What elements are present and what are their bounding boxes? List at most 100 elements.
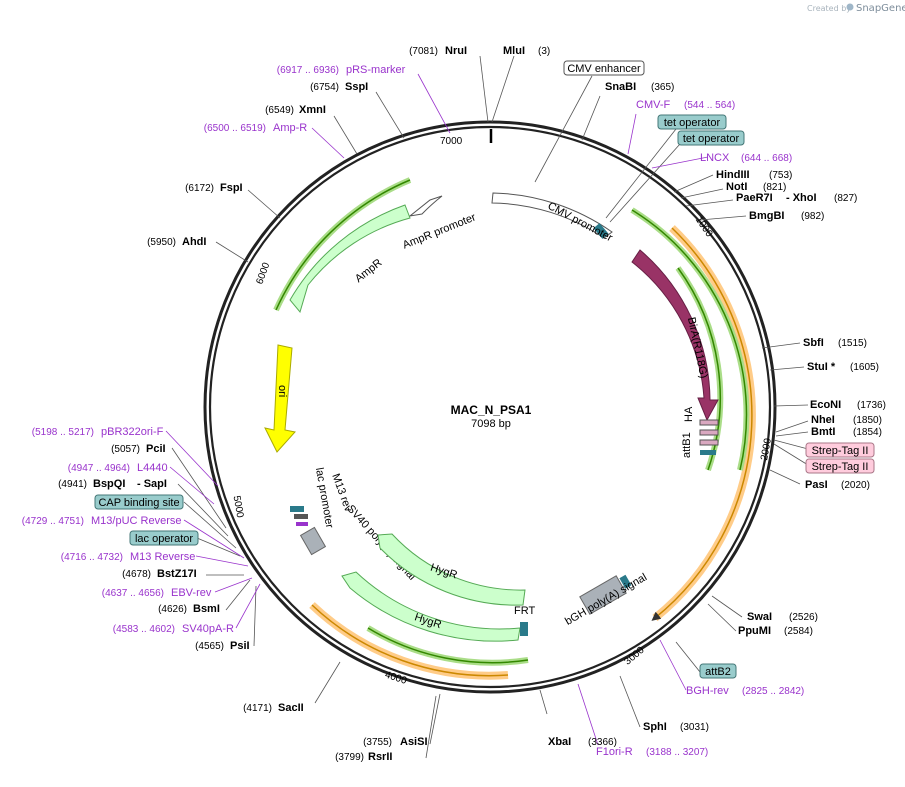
site-14-position: (1736) — [857, 400, 886, 411]
ampr-arrow — [289, 204, 411, 314]
feature-box-3-label: Strep-Tag II — [812, 445, 869, 457]
site-2-name: SnaBI — [605, 81, 636, 93]
site-0-position: (7081) — [409, 46, 438, 57]
site-26-name: BsmI — [193, 603, 220, 615]
bgh-marker — [619, 574, 632, 589]
primer-10-position: (2825 .. 2842) — [742, 686, 804, 697]
site-28-name: BspQI — [93, 478, 125, 490]
site-19-position: (2584) — [784, 626, 813, 637]
site-28-position: (4941) — [58, 479, 87, 490]
site-8-position: (821) — [763, 182, 786, 193]
primer-2-name: CMV-F — [636, 99, 671, 111]
site-3-name: SspI — [345, 81, 368, 93]
site-25-position: (4565) — [195, 641, 224, 652]
primer-4-position: (5198 .. 5217) — [32, 427, 94, 438]
site-6-name: AhdI — [182, 236, 206, 248]
sv40-box — [299, 526, 327, 556]
primer-7-position: (4716 .. 4732) — [61, 552, 123, 563]
site-4-name: XmnI — [299, 104, 326, 116]
site-13-position: (1605) — [850, 362, 879, 373]
primer-1-position: (6500 .. 6519) — [204, 123, 266, 134]
feature-box-5 — [699, 663, 737, 679]
primer-8-position: (4637 .. 4656) — [102, 588, 164, 599]
tick-6000: 6000 — [254, 261, 272, 286]
feature-box-1-label: tet operator — [664, 117, 721, 129]
site-12-name: SbfI — [803, 337, 824, 349]
primer-11-position: (3188 .. 3207) — [646, 747, 708, 758]
site-15-position: (1850) — [853, 415, 882, 426]
primer-1-name: Amp-R — [273, 122, 307, 134]
site-17-position: (2020) — [841, 480, 870, 491]
site-16-position: (1854) — [853, 427, 882, 438]
primer-9-position: (4583 .. 4602) — [113, 624, 175, 635]
feature-box-0 — [563, 60, 645, 76]
tick-5000: 5000 — [231, 495, 246, 519]
site-23-position: (3799) — [335, 752, 364, 763]
attb1-label: attB1 — [681, 432, 693, 458]
lac-operator-marker — [290, 506, 304, 512]
primer-11-name: F1ori-R — [596, 746, 633, 758]
primer-3-position: (644 .. 668) — [741, 153, 792, 164]
snapgene-logo-icon — [846, 3, 854, 11]
site-8-name: NotI — [726, 181, 747, 193]
bgh-polya-label: bGH poly(A) signal — [563, 571, 649, 628]
frt-label: FRT — [514, 605, 535, 617]
site-1-name: MluI — [503, 45, 525, 57]
site-30-name: PciI — [146, 443, 166, 455]
feature-box-6-label: CAP binding site — [98, 497, 179, 509]
site-29-name: - SapI — [137, 478, 167, 490]
site-9-name: PaeR7I — [736, 192, 773, 204]
site-0-name: NruI — [445, 45, 467, 57]
ampr-promoter-label: AmpR promoter — [401, 211, 478, 251]
frt-marker — [520, 622, 528, 636]
site-18-position: (2526) — [789, 612, 818, 623]
backbone-outer-ring — [203, 120, 777, 694]
m13-marker — [296, 522, 308, 526]
site-15-name: NheI — [811, 414, 835, 426]
feature-box-1 — [657, 114, 727, 130]
primer-3-name: LNCX — [700, 152, 730, 164]
site-18-name: SwaI — [747, 611, 772, 623]
cmv-marker — [593, 223, 609, 239]
ha-label: HA — [683, 406, 695, 422]
ori-label: ori — [276, 385, 288, 397]
site-14-name: EcoNI — [810, 399, 841, 411]
backbone-inner-ring — [208, 125, 772, 689]
cmv-promoter-arrow — [491, 192, 613, 239]
tick-7000: 7000 — [440, 136, 463, 147]
site-21-position: (3366) — [588, 737, 617, 748]
primer-5-name: L4440 — [137, 462, 168, 474]
site-3-position: (6754) — [310, 82, 339, 93]
feature-box-3 — [805, 442, 875, 458]
hygr-outer-arrow — [341, 571, 521, 642]
cmv-promoter-label: CMV promoter — [546, 200, 615, 244]
feature-box-4 — [805, 458, 875, 474]
site-27-name: BstZ17I — [157, 568, 197, 580]
site-19-name: PpuMI — [738, 625, 771, 637]
strep-tag-2 — [699, 439, 719, 446]
primer-leader-lines — [165, 73, 709, 746]
tick-2000: 2000 — [759, 437, 774, 461]
feature-box-2-label: tet operator — [683, 133, 740, 145]
primer-2-position: (544 .. 564) — [684, 100, 735, 111]
site-27-position: (4678) — [122, 569, 151, 580]
site-25-name: PsiI — [230, 640, 250, 652]
leader-lines — [171, 55, 809, 759]
site-5-position: (6172) — [185, 183, 214, 194]
site-16-name: BmtI — [811, 426, 835, 438]
site-2-position: (365) — [651, 82, 674, 93]
site-22-name: AsiSI — [400, 736, 428, 748]
site-10-position: (827) — [834, 193, 857, 204]
feature-box-5-label: attB2 — [705, 666, 731, 678]
site-23-name: RsrII — [368, 751, 392, 763]
site-4-position: (6549) — [265, 105, 294, 116]
primer-0-position: (6917 .. 6936) — [277, 65, 339, 76]
ori-arrow — [264, 344, 296, 453]
bgh-box — [579, 575, 627, 615]
hygr-inner-arrow — [377, 533, 526, 606]
site-24-name: SacII — [278, 702, 304, 714]
ampr-label: AmpR — [353, 257, 385, 285]
feature-box-2 — [677, 130, 745, 146]
site-24-position: (4171) — [243, 703, 272, 714]
primer-9-name: SV40pA-R — [182, 623, 234, 635]
